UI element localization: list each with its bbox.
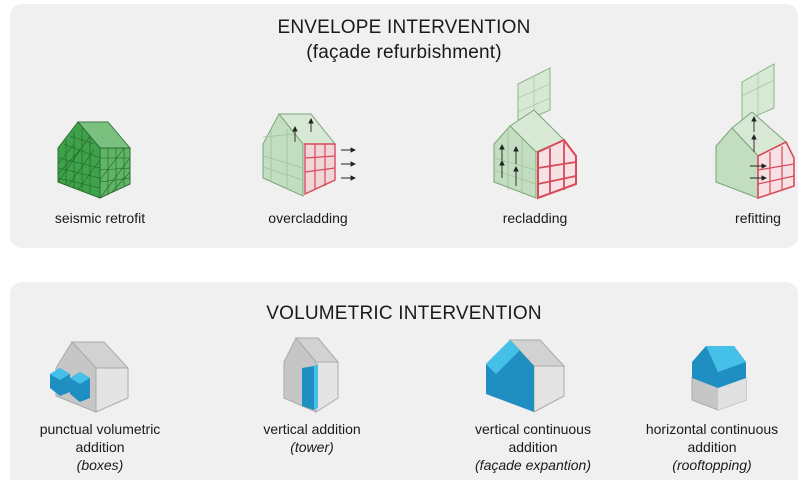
vertical-continuous-illustration — [486, 339, 566, 413]
vertical-addition-label: vertical addition (tower) — [222, 420, 402, 456]
envelope-intervention-panel: ENVELOPE INTERVENTION (façade refurbishm… — [10, 4, 798, 248]
volumetric-intervention-panel: VOLUMETRIC INTERVENTION punctual volumet… — [10, 282, 798, 480]
punctual-addition-line2: addition — [75, 439, 125, 455]
punctual-addition-label: punctual volumetric addition (boxes) — [10, 420, 190, 474]
overcladding-label: overcladding — [268, 210, 348, 226]
horizontal-continuous-label: horizontal continuous addition (rooftopp… — [622, 420, 800, 474]
recladding-illustration — [493, 67, 577, 200]
vertical-continuous-note: (façade expantion) — [475, 457, 591, 473]
vertical-continuous-label: vertical continuous addition (façade exp… — [443, 420, 623, 474]
vertical-continuous-line2: addition — [508, 439, 558, 455]
refitting-illustration — [715, 63, 795, 200]
horizontal-continuous-line1: horizontal continuous — [645, 421, 779, 437]
volumetric-title: VOLUMETRIC INTERVENTION — [266, 303, 542, 324]
punctual-addition-line1: punctual volumetric — [39, 421, 161, 437]
overcladding-illustration — [262, 113, 357, 197]
refitting-label: refitting — [735, 210, 781, 226]
vertical-addition-line1: vertical addition — [263, 421, 361, 437]
seismic-retrofit-illustration — [57, 121, 132, 199]
vertical-addition-illustration — [283, 337, 340, 413]
vertical-addition-note: (tower) — [290, 439, 334, 455]
envelope-title: ENVELOPE INTERVENTION — [277, 17, 531, 38]
vertical-continuous-line1: vertical continuous — [475, 421, 591, 437]
horizontal-continuous-note: (rooftopping) — [672, 457, 752, 473]
recladding-label: recladding — [502, 210, 568, 226]
punctual-addition-illustration — [50, 341, 130, 413]
punctual-addition-note: (boxes) — [76, 457, 124, 473]
horizontal-continuous-illustration — [691, 346, 747, 411]
horizontal-continuous-line2: addition — [687, 439, 737, 455]
seismic-retrofit-label: seismic retrofit — [54, 210, 146, 226]
envelope-subtitle: (façade refurbishment) — [306, 42, 502, 63]
